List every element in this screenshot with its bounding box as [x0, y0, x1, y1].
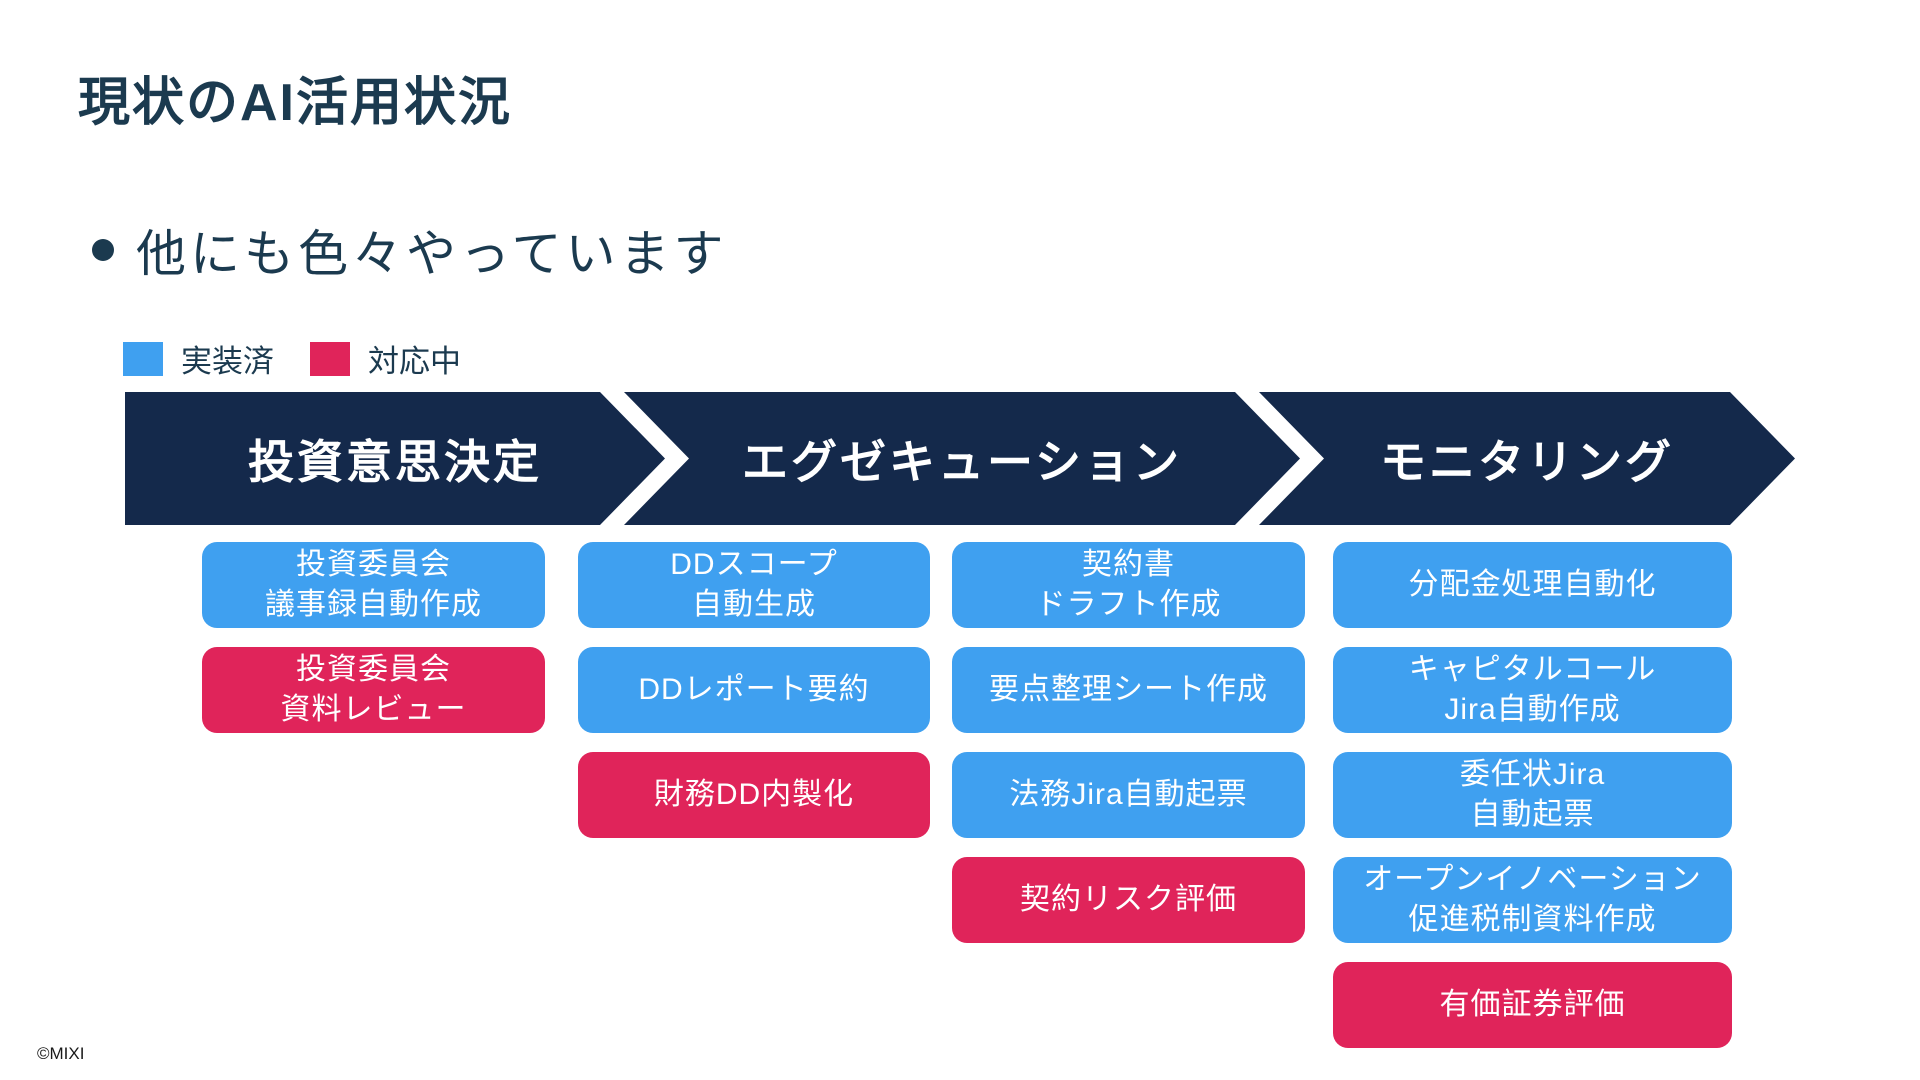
task-card-line: ドラフト作成 [1035, 588, 1222, 621]
legend-label-in_progress: 対応中 [368, 344, 461, 379]
task-card-line: DDスコープ [670, 548, 838, 582]
task-card-implemented: DDスコープ自動生成 [578, 542, 930, 628]
task-card-line: 分配金処理自動化 [1408, 568, 1657, 602]
bullet-text: 他にも色々やっています [136, 226, 728, 282]
card-column-4: 分配金処理自動化キャピタルコール Jira自動作成委任状Jira 自動起票オープンイ… [1333, 542, 1732, 1048]
task-card-line: 投資委員会 [296, 653, 451, 687]
task-card-line: 議事録自動作成 [265, 588, 482, 621]
task-card-line: 有価証券評価 [1439, 988, 1626, 1022]
footer-copyright: ©MIXI [37, 1044, 85, 1063]
task-card-implemented: DDレポート要約 [578, 647, 930, 733]
task-card-implemented: キャピタルコール Jira自動作成 [1333, 647, 1732, 733]
task-card-implemented: オープンイノベーション促進税制資料作成 [1333, 857, 1732, 943]
task-card-in_progress: 財務DD内製化 [578, 752, 930, 838]
task-card-line: 財務DD内製化 [653, 778, 855, 812]
card-column-2: DDスコープ自動生成 DDレポート要約財務DD内製化 [578, 542, 930, 838]
task-card-line: 自動生成 [692, 588, 816, 621]
task-card-in_progress: 契約リスク評価 [952, 857, 1305, 943]
stage-arrow-1 [125, 392, 665, 525]
card-column-3: 契約書ドラフト作成要点整理シート作成法務Jira自動起票契約リスク評価 [952, 542, 1305, 943]
task-card-line: 促進税制資料作成 [1408, 903, 1657, 936]
task-card-line: 法務Jira自動起票 [1009, 778, 1248, 812]
task-card-in_progress: 有価証券評価 [1333, 962, 1732, 1048]
process-band-svg [125, 392, 1795, 525]
legend-label-implemented: 実装済 [181, 344, 274, 379]
task-card-line: 資料レビュー [280, 693, 467, 726]
task-card-line: 要点整理シート作成 [989, 673, 1268, 707]
task-card-implemented: 委任状Jira 自動起票 [1333, 752, 1732, 838]
legend-swatch-in_progress [310, 341, 350, 376]
task-card-line: DDレポート要約 [638, 673, 870, 707]
task-card-in_progress: 投資委員会資料レビュー [202, 647, 545, 733]
task-card-implemented: 要点整理シート作成 [952, 647, 1305, 733]
task-card-line: 委任状Jira [1459, 758, 1606, 792]
stage-arrow-2 [624, 392, 1300, 525]
task-card-implemented: 分配金処理自動化 [1333, 542, 1732, 628]
task-card-line: Jira自動作成 [1444, 693, 1621, 726]
page-title: 現状のAI活用状況 [78, 74, 513, 132]
task-card-line: 契約書 [1082, 548, 1175, 582]
legend-swatch-implemented [123, 341, 163, 376]
stage-label-execution: エグゼキューション [741, 435, 1183, 488]
task-card-implemented: 投資委員会議事録自動作成 [202, 542, 545, 628]
task-card-line: 投資委員会 [296, 548, 451, 582]
stage-label-monitoring: モニタリング [1380, 435, 1674, 488]
legend-item-implemented: 実装済 [123, 336, 274, 381]
task-card-line: キャピタルコール [1408, 653, 1657, 687]
legend: 実装済 対応中 [123, 336, 461, 381]
stage-arrow-3 [1259, 392, 1795, 525]
task-card-implemented: 契約書ドラフト作成 [952, 542, 1305, 628]
stage-label-investment-decision: 投資意思決定 [248, 435, 542, 488]
task-card-line: 自動起票 [1470, 798, 1595, 831]
task-card-line: オープンイノベーション [1363, 863, 1702, 897]
process-band: 投資意思決定 エグゼキューション モニタリング [125, 392, 1795, 525]
task-card-implemented: 法務Jira自動起票 [952, 752, 1305, 838]
card-column-1: 投資委員会議事録自動作成投資委員会資料レビュー [202, 542, 545, 733]
bullet-dot-icon [92, 239, 114, 261]
task-card-line: 契約リスク評価 [1020, 883, 1237, 917]
legend-item-in_progress: 対応中 [310, 336, 461, 381]
bullet-row: 他にも色々やっています [92, 214, 728, 286]
